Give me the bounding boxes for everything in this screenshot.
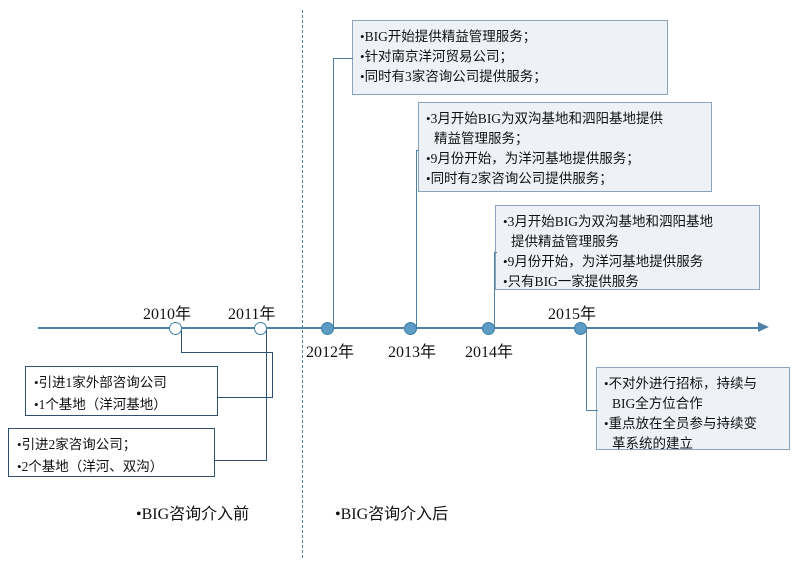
connector-2013-horizontal — [416, 150, 419, 151]
callout-2013-text-0: 3月开始BIG为双沟基地和泗阳基地提供 — [430, 111, 664, 126]
callout-2015-text-0: 不对外进行招标，持续与 — [608, 376, 758, 391]
box-2011-line-0: •引进2家咨询公司； — [17, 434, 206, 456]
callout-2015-text-2: 重点放在全员参与持续变 — [608, 415, 758, 431]
bullet-icon: • — [503, 253, 508, 269]
callout-2013-line-2: •9月份开始，为洋河基地提供服务； — [426, 149, 703, 169]
bullet-icon: • — [360, 48, 365, 64]
box-2011: •引进2家咨询公司；•2个基地（洋河、双沟） — [8, 428, 215, 477]
callout-2014-line-0: •3月开始BIG为双沟基地和泗阳基地 — [503, 212, 751, 232]
milestone-node-2013[interactable] — [403, 321, 417, 335]
callout-2014-text-2: 9月份开始，为洋河基地提供服务 — [507, 253, 704, 269]
callout-2013-line-1: 精益管理服务； — [434, 130, 529, 146]
box-2011-text-0: 引进2家咨询公司； — [21, 437, 137, 452]
phase-divider — [302, 10, 303, 558]
callout-2012-text-0: BIG开始提供精益管理服务； — [364, 29, 537, 44]
callout-2013-line-3: •同时有2家咨询公司提供服务； — [426, 169, 703, 189]
connector-2015-horizontal — [586, 410, 598, 411]
callout-2013-line-0: •3月开始BIG为双沟基地和泗阳基地提供 — [426, 109, 703, 129]
bullet-icon: • — [426, 111, 431, 126]
callout-2014-text-0: 3月开始BIG为双沟基地和泗阳基地 — [507, 214, 714, 229]
bullet-icon: • — [360, 68, 365, 84]
box-2010-text-0: 引进1家外部咨询公司 — [38, 375, 167, 390]
bullet-icon: • — [34, 396, 39, 412]
callout-2013: •3月开始BIG为双沟基地和泗阳基地提供精益管理服务；•9月份开始，为洋河基地提… — [418, 102, 712, 192]
callout-2014-text-3: 只有BIG一家提供服务 — [507, 273, 639, 289]
year-label-2010: 2010年 — [143, 306, 192, 323]
box-2010: •引进1家外部咨询公司•1个基地（洋河基地） — [25, 366, 218, 416]
bullet-icon: • — [360, 29, 365, 44]
bullet-icon: • — [604, 376, 609, 391]
box-2010-line-0: •引进1家外部咨询公司 — [34, 372, 209, 394]
callout-2012-text-1: 针对南京洋河贸易公司； — [364, 48, 514, 64]
bullet-icon: • — [34, 375, 39, 390]
bullet-icon: • — [17, 437, 22, 452]
connector-2015-vertical — [586, 330, 587, 410]
timeline-axis — [38, 327, 760, 329]
milestone-node-2015[interactable] — [573, 321, 587, 335]
milestone-node-2014[interactable] — [481, 321, 495, 335]
year-label-2013: 2013年 — [388, 344, 437, 361]
callout-2012-line-0: •BIG开始提供精益管理服务； — [360, 27, 659, 47]
callout-2014-line-1: 提供精益管理服务 — [511, 233, 619, 249]
callout-2013-text-3: 同时有2家咨询公司提供服务； — [430, 170, 613, 186]
connector-2010-vertical-a — [181, 330, 182, 352]
box-2010-line-1: •1个基地（洋河基地） — [34, 394, 209, 416]
callout-2012-line-2: •同时有3家咨询公司提供服务； — [360, 67, 659, 87]
connector-2010-horizontal-a — [181, 352, 273, 353]
year-label-2012: 2012年 — [306, 344, 355, 361]
callout-2012-line-1: •针对南京洋河贸易公司； — [360, 47, 659, 67]
connector-2012-horizontal — [333, 58, 353, 59]
callout-2014: •3月开始BIG为双沟基地和泗阳基地提供精益管理服务•9月份开始，为洋河基地提供… — [495, 205, 760, 290]
connector-2014-horizontal — [494, 252, 497, 253]
box-2011-line-1: •2个基地（洋河、双沟） — [17, 456, 206, 478]
callout-2012-text-2: 同时有3家咨询公司提供服务； — [364, 68, 547, 84]
connector-2014-vertical — [494, 252, 495, 328]
bullet-icon: • — [604, 415, 609, 431]
callout-2015-line-0: •不对外进行招标，持续与 — [604, 374, 781, 394]
year-label-2014: 2014年 — [465, 344, 514, 361]
milestone-node-2012[interactable] — [320, 321, 334, 335]
year-label-2011: 2011年 — [228, 306, 276, 323]
arrow-right-icon — [758, 322, 769, 332]
bullet-icon: • — [17, 458, 22, 474]
callout-2014-line-3: •只有BIG一家提供服务 — [503, 272, 751, 292]
callout-2015-line-3: 革系统的建立 — [612, 435, 693, 451]
connector-2012-vertical — [333, 58, 334, 328]
box-2011-text-1: 2个基地（洋河、双沟） — [21, 458, 164, 474]
callout-2015-line-2: •重点放在全员参与持续变 — [604, 414, 781, 434]
connector-2010-horizontal-b — [217, 397, 273, 398]
connector-2013-vertical — [416, 150, 417, 328]
connector-2011-vertical-a — [266, 330, 267, 460]
connector-2011-horizontal-a — [214, 460, 267, 461]
callout-2014-line-2: •9月份开始，为洋河基地提供服务 — [503, 252, 751, 272]
bullet-icon: • — [503, 273, 508, 289]
callout-2012: •BIG开始提供精益管理服务；•针对南京洋河贸易公司；•同时有3家咨询公司提供服… — [352, 20, 668, 95]
milestone-node-2011[interactable] — [253, 321, 267, 335]
caption-after-engagement: •BIG咨询介入后 — [335, 506, 449, 523]
milestone-node-2010[interactable] — [168, 321, 182, 335]
caption-before-engagement: •BIG咨询介入前 — [136, 506, 250, 523]
bullet-icon: • — [426, 170, 431, 186]
callout-2013-text-2: 9月份开始，为洋河基地提供服务； — [430, 150, 640, 166]
bullet-icon: • — [426, 150, 431, 166]
callout-2015-line-1: BIG全方位合作 — [612, 395, 703, 411]
year-label-2015: 2015年 — [548, 306, 597, 323]
connector-2010-vertical-b — [272, 352, 273, 397]
box-2010-text-1: 1个基地（洋河基地） — [38, 396, 167, 412]
bullet-icon: • — [503, 214, 508, 229]
